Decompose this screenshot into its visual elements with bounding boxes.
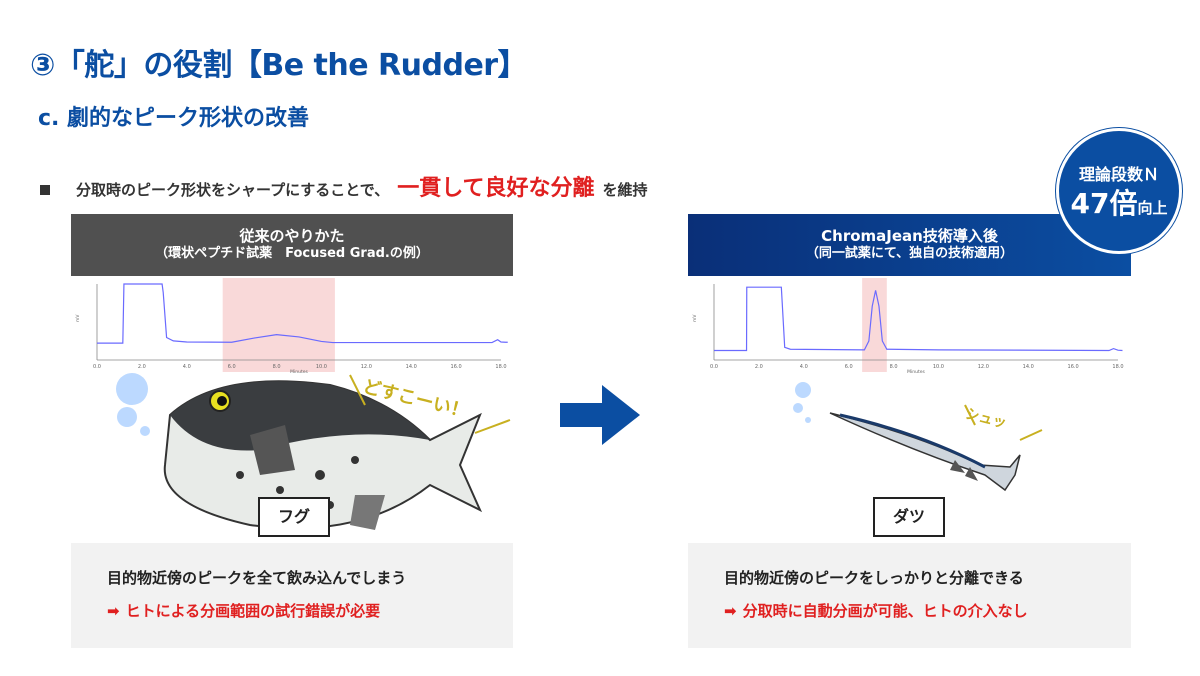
right-note-line2: 分取時に自動分画が可能、ヒトの介入なし: [742, 602, 1028, 620]
right-note-line1: 目的物近傍のピークをしっかりと分離できる: [724, 569, 1024, 587]
left-header-title: 従来のやりかた: [239, 226, 345, 245]
x-tick-label: 2.0: [138, 364, 146, 370]
left-panel-header: 従来のやりかた （環状ペプチド試薬 Focused Grad.の例）: [71, 214, 513, 276]
needlefish-label: ダツ: [873, 497, 945, 537]
bubble-icon: [805, 417, 811, 423]
x-tick-label: 0.0: [93, 364, 101, 370]
left-chromatogram: 0.0 2.0 4.0 6.0 8.0 10.0 12.0 14.0 16.0 18.0Minut…: [75, 278, 508, 374]
fraction-highlight: [862, 278, 887, 372]
right-header-subtitle: （同一試薬にて、独自の技術適用）: [805, 246, 1014, 262]
bubble-icon: [793, 403, 803, 413]
x-tick-label: 2.0: [755, 364, 763, 370]
needlefish-illustration: [793, 382, 1043, 492]
fraction-highlight: [222, 278, 335, 372]
right-chromatogram: 0.0 2.0 4.0 6.0 8.0 10.0 12.0 14.0 16.0 18.0Minut…: [692, 278, 1124, 374]
x-tick-label: 6.0: [845, 364, 853, 370]
x-tick-label: 16.0: [1068, 364, 1079, 370]
slide-title: ③「舵」の役割【Be the Rudder】: [30, 48, 528, 83]
badge-number: 47倍: [1070, 187, 1138, 220]
bullet-text: 分取時のピーク形状をシャープにすることで、: [76, 181, 390, 199]
x-tick-label: 10.0: [316, 364, 327, 370]
chromatogram-trace: [714, 286, 1123, 352]
x-tick-label: 12.0: [978, 364, 989, 370]
pufferfish-label: フグ: [258, 497, 330, 537]
x-tick-label: 10.0: [933, 364, 944, 370]
x-tick-label: 14.0: [1023, 364, 1034, 370]
y-axis-label: mV: [75, 314, 81, 322]
x-tick-label: 12.0: [361, 364, 372, 370]
left-note: 目的物近傍のピークを全て飲み込んでしまう ➡ ヒトによる分画範囲の試行錯誤が必要: [71, 543, 513, 648]
x-tick-label: 18.0: [495, 364, 506, 370]
bubble-icon: [117, 407, 137, 427]
right-arrow-icon: [560, 385, 640, 445]
x-tick-label: 18.0: [1112, 364, 1123, 370]
bullet-emphasis: 一貫して良好な分離: [397, 176, 595, 201]
x-tick-label: 8.0: [273, 364, 281, 370]
slide-subtitle: c. 劇的なピーク形状の改善: [38, 106, 310, 131]
badge-label: 理論段数Ｎ: [1078, 165, 1159, 184]
y-axis-label: mV: [692, 314, 698, 322]
bubble-icon: [140, 426, 150, 436]
left-header-subtitle: （環状ペプチド試薬 Focused Grad.の例）: [155, 246, 429, 262]
right-header-title: ChromaJean技術導入後: [821, 226, 998, 245]
x-tick-label: 4.0: [183, 364, 191, 370]
bubble-icon: [116, 373, 148, 405]
bubble-icon: [795, 382, 811, 398]
x-tick-label: 16.0: [451, 364, 462, 370]
x-axis-label: Minutes: [907, 369, 925, 374]
right-panel-header: ChromaJean技術導入後 （同一試薬にて、独自の技術適用）: [688, 214, 1131, 276]
red-arrow-icon: ➡: [724, 601, 737, 620]
x-tick-label: 4.0: [800, 364, 808, 370]
bullet-point: 分取時のピーク形状をシャープにすることで、 一貫して良好な分離 を維持: [40, 170, 648, 202]
chromatogram-trace: [97, 283, 508, 344]
bullet-suffix: を維持: [602, 181, 648, 199]
x-tick-label: 8.0: [890, 364, 898, 370]
bullet-square-icon: [40, 185, 50, 195]
left-note-line1: 目的物近傍のピークを全て飲み込んでしまう: [107, 569, 407, 587]
x-tick-label: 0.0: [710, 364, 718, 370]
right-note: 目的物近傍のピークをしっかりと分離できる ➡ 分取時に自動分画が可能、ヒトの介入な…: [688, 543, 1131, 648]
pufferfish-illustration: [116, 373, 511, 530]
red-arrow-icon: ➡: [107, 601, 120, 620]
theoretical-plates-badge: 理論段数Ｎ 47倍向上: [1056, 128, 1182, 254]
badge-suffix: 向上: [1137, 199, 1168, 217]
x-tick-label: 14.0: [406, 364, 417, 370]
x-axis-label: Minutes: [290, 369, 308, 374]
x-tick-label: 6.0: [228, 364, 236, 370]
left-note-line2: ヒトによる分画範囲の試行錯誤が必要: [125, 602, 381, 620]
